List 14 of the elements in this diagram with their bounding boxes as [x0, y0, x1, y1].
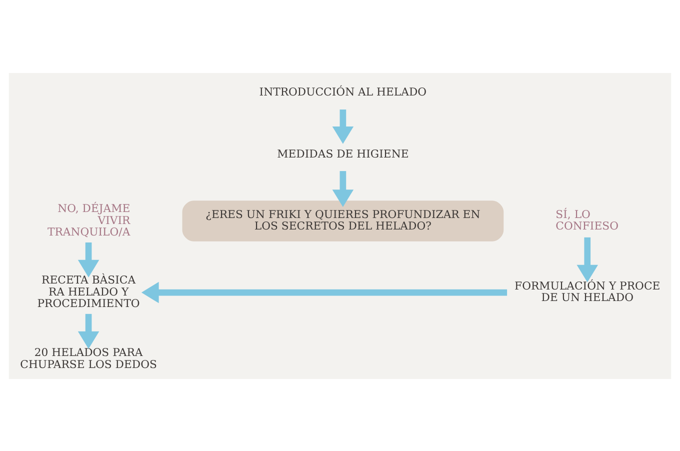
arrow — [332, 109, 354, 144]
node-text: RECETA BÀSICA RA HELADO Y PROCEDIMIENTO — [37, 273, 140, 310]
node-text: INTRODUCCIÓN AL HELADO — [259, 85, 427, 98]
node-text: 20 HELADOS PARA CHUPARSE LOS DEDOS — [20, 346, 157, 370]
node-text: SÍ, LO CONFIESO — [556, 207, 619, 232]
node-text: MEDIDAS DE HIGIENE — [277, 146, 409, 160]
arrow — [141, 281, 508, 303]
node-box: ¿ERES UN FRIKI Y QUIERES PROFUNDIZAR EN LOS SECRETOS DEL HELADO? — [182, 200, 504, 241]
node-text: FORMULACIÓN Y PROCE DE UN HELADO — [514, 278, 660, 304]
arrow — [332, 170, 354, 206]
node-text: NO, DÉJAME VIVIR TRANQUILO/A — [47, 202, 130, 238]
arrow — [78, 242, 100, 277]
arrow — [78, 313, 100, 348]
arrow — [576, 236, 598, 282]
